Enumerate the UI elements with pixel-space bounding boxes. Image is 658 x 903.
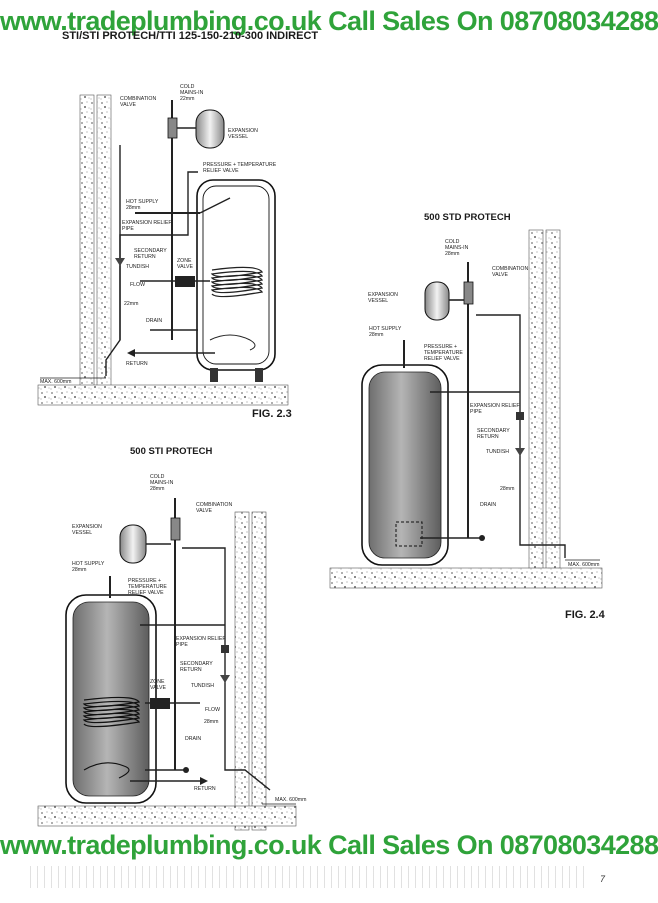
- cylinder-foot: [210, 368, 218, 382]
- label-flow: FLOW: [130, 282, 145, 288]
- cylinder-inner: [368, 371, 442, 559]
- wall: [545, 229, 561, 571]
- label-return: RETURN: [126, 361, 148, 367]
- wall: [251, 511, 267, 831]
- tundish: [115, 258, 125, 266]
- arrow-icon: [200, 777, 208, 785]
- fig-2-3-caption: FIG. 2.3: [252, 408, 292, 420]
- footer-rule: [30, 866, 590, 888]
- combination-valve: [167, 117, 178, 139]
- label-max: MAX. 600mm: [40, 379, 71, 385]
- junction: [221, 645, 229, 653]
- wall: [234, 511, 250, 831]
- label-22mm: 22mm: [124, 301, 138, 307]
- label-28mm: 28mm: [204, 719, 218, 725]
- combination-valve: [170, 517, 181, 541]
- cylinder-inner: [202, 185, 270, 365]
- discharge-pipe: [476, 314, 566, 558]
- label-tundish: TUNDISH: [126, 264, 149, 270]
- expansion-relief-pipe: [119, 171, 198, 340]
- label-flow: FLOW: [205, 707, 220, 713]
- heating-coil: [82, 696, 141, 728]
- discharge-pipe: [105, 145, 121, 376]
- label-drain: DRAIN: [146, 318, 162, 324]
- label-max: MAX. 600mm: [568, 562, 599, 568]
- discharge-pipe: [182, 547, 271, 791]
- wall: [528, 229, 544, 571]
- wall: [96, 94, 112, 393]
- drain-valve: [479, 535, 485, 541]
- label-28mm: 28mm: [500, 486, 514, 492]
- wall: [79, 94, 95, 393]
- label-tundish: TUNDISH: [486, 449, 509, 455]
- cylinder-inner: [72, 601, 150, 797]
- floor: [329, 567, 603, 589]
- fig-2-5-title: 500 STI PROTECH: [130, 446, 213, 457]
- label-drain: DRAIN: [480, 502, 496, 508]
- drain-valve: [183, 767, 189, 773]
- expansion-vessel: [424, 281, 450, 321]
- hot-draw-pipe: [199, 197, 231, 214]
- banner-top: www.tradeplumbing.co.uk Call Sales On 08…: [0, 6, 658, 36]
- coil-return: [209, 334, 256, 351]
- cylinder-foot: [255, 368, 263, 382]
- fig-2-4-caption: FIG. 2.4: [565, 609, 605, 621]
- label-drain: DRAIN: [185, 736, 201, 742]
- floor: [37, 805, 297, 827]
- fig-2-4-title: 500 STD PROTECH: [424, 212, 511, 223]
- expansion-vessel: [195, 109, 225, 149]
- banner-bottom: www.tradeplumbing.co.uk Call Sales On 08…: [0, 830, 658, 860]
- expansion-vessel: [119, 524, 147, 564]
- floor: [37, 384, 289, 406]
- heating-coil: [210, 266, 264, 298]
- page-heading: STI/STI PROTECH/TTI 125-150-210-300 INDI…: [62, 30, 319, 42]
- tundish: [515, 448, 525, 456]
- immersion-heater: [395, 521, 423, 547]
- junction: [516, 412, 524, 420]
- tundish: [220, 675, 230, 683]
- combination-valve: [463, 281, 474, 305]
- label-max: MAX. 600mm: [275, 797, 306, 803]
- coil-return: [83, 762, 130, 779]
- page-number: 7: [600, 874, 606, 884]
- label-return: RETURN: [194, 786, 216, 792]
- label-tundish: TUNDISH: [191, 683, 214, 689]
- arrow-icon: [127, 349, 135, 357]
